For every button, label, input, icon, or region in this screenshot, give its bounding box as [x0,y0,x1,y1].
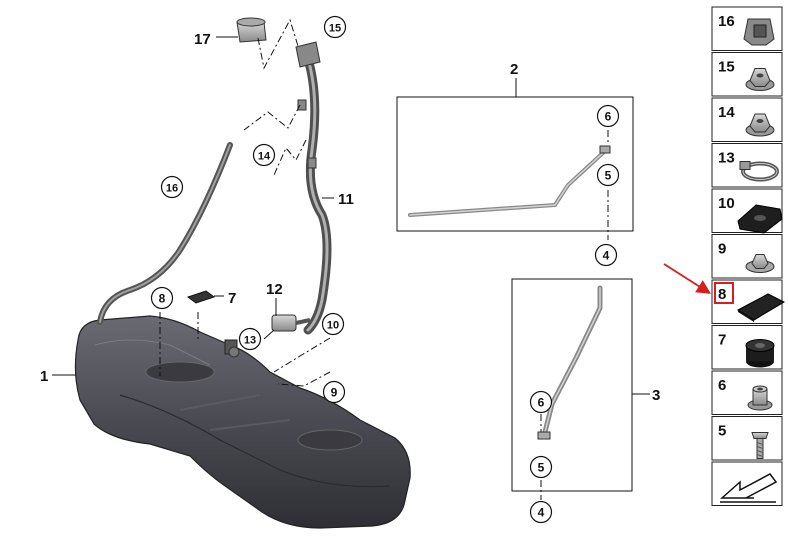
svg-text:9: 9 [331,386,338,400]
svg-text:8: 8 [159,292,166,306]
parts-cell-number: 6 [718,377,726,394]
box-strap-2 [396,96,634,232]
navigation-arrow-icon [720,473,778,503]
circled-label-4: 4 [529,500,553,524]
hose-clamp-icon [739,161,779,182]
parts-cell-number: 16 [718,13,735,30]
svg-text:15: 15 [329,23,341,35]
circled-label-5: 5 [596,163,620,187]
hose-connector [228,314,311,358]
circled-label-13: 13 [238,327,262,351]
svg-text:10: 10 [327,320,339,332]
parts-cell-number: 15 [718,59,735,76]
parts-cell-navigation[interactable] [711,461,783,506]
parts-cell-13: 13 [711,143,783,188]
parts-cell-number: 14 [718,104,735,121]
circled-label-14: 14 [252,143,276,167]
parts-cell-14: 14 [711,97,783,142]
svg-text:14: 14 [258,151,271,163]
parts-cell-9: 9 [711,234,783,279]
callout-label-1: 1 [40,368,48,385]
parts-cell-number: 9 [718,241,726,258]
parts-cell-number: 5 [718,423,726,440]
svg-text:6: 6 [605,110,612,124]
parts-cell-7: 7 [711,325,783,370]
bolt-icon [751,432,769,459]
parts-cell-15: 15 [711,52,783,97]
clip-icon [743,18,775,46]
parts-cell-8: 8 [711,279,786,324]
circled-label-8: 8 [150,286,174,310]
pad-part-7 [186,290,216,304]
parts-cell-16: 16 [711,6,783,51]
rubber-buffer-icon [745,339,775,368]
parts-cell-number: 8 [718,286,726,303]
circled-label-9: 9 [322,380,346,404]
fuel-tank [74,315,411,529]
solid-leaders [52,36,650,395]
hex-nut-icon [745,68,775,91]
callout-label-11: 11 [338,191,354,208]
callout-label-2: 2 [510,61,518,78]
callout-label-17: 17 [194,31,211,48]
svg-text:6: 6 [538,396,545,410]
parts-cell-5: 5 [711,416,783,461]
circled-label-6: 6 [596,104,620,128]
callout-label-12: 12 [266,281,283,298]
circled-label-4: 4 [594,243,618,267]
highlight-arrow [663,263,712,294]
callout-label-3: 3 [652,387,660,404]
svg-text:4: 4 [603,249,610,263]
rubber-pad-icon [737,293,786,322]
tank-strap-3 [541,285,603,439]
box-strap-3 [511,278,633,492]
parts-column: 16 15 14 13 10 9 8 7 6 5 [711,6,786,506]
filler-neck [295,41,321,68]
svg-text:16: 16 [166,183,178,195]
hex-nut-icon [745,113,775,137]
spacer-sleeve-icon [747,385,773,411]
svg-text:5: 5 [538,461,545,475]
circled-label-10: 10 [321,312,345,336]
parts-cell-10: 10 [711,188,783,234]
callout-label-7: 7 [228,290,236,307]
filler-cap [236,17,267,43]
svg-text:13: 13 [244,335,256,347]
flange-nut-icon [745,254,775,273]
parts-cell-number: 7 [718,332,726,349]
parts-cell-number: 13 [718,150,735,167]
svg-text:5: 5 [605,169,612,183]
svg-text:4: 4 [538,506,545,520]
parts-cell-6: 6 [711,370,783,415]
parts-cell-number: 10 [718,195,735,212]
circled-label-15: 15 [323,15,347,39]
grommet-icon [737,204,783,234]
circled-label-5: 5 [529,455,553,479]
highlight-box [714,282,734,304]
circled-label-6: 6 [529,390,553,414]
circled-label-16: 16 [160,175,184,199]
circled-callouts: 15 14 16 8 13 10 9 6 5 4 6 5 4 [150,15,620,524]
tank-strap-2 [408,150,606,217]
